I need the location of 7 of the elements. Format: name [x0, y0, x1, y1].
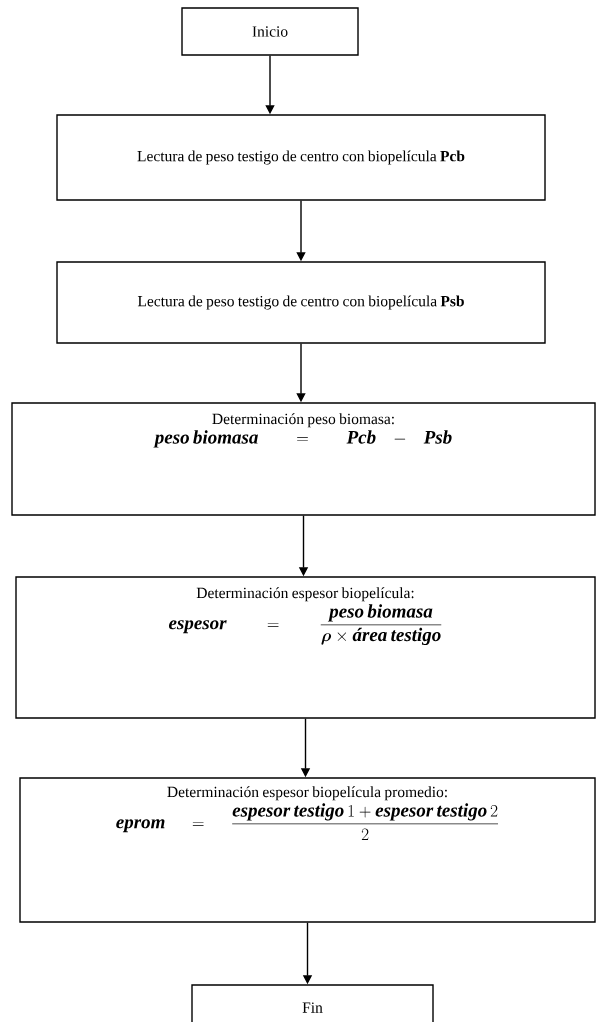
process-box: Inicio — [181, 7, 359, 56]
process-box: Determinación espesor biopelícula promedio: $\textbf{\textit{eprom}} = \frac{\textbf{\textit{espesor testigo}}\,1 + \textbf{\textit{espesor testigo}}\,2}{2}$ — [19, 777, 596, 923]
process-box: Determinación espesor biopelícula: $\textbf{\textit{espesor}} = \frac{\textbf{\textit{peso biomasa}}}{\boldsymbol{\rho} \times \textbf{\textit{área testigo}}}$ — [15, 576, 596, 719]
process-box: Lectura de peso testigo de centro con biopelícula Psb — [56, 261, 546, 344]
process-box: Determinación peso biomasa: $\textbf{\textit{peso biomasa}} = \textbf{\textit{Pcb}} - \textbf{\textit{Psb}}$ — [11, 402, 596, 516]
process-box: Lectura de peso testigo de centro con biopelícula Pcb — [56, 114, 546, 201]
process-box: Fin — [191, 984, 434, 1022]
